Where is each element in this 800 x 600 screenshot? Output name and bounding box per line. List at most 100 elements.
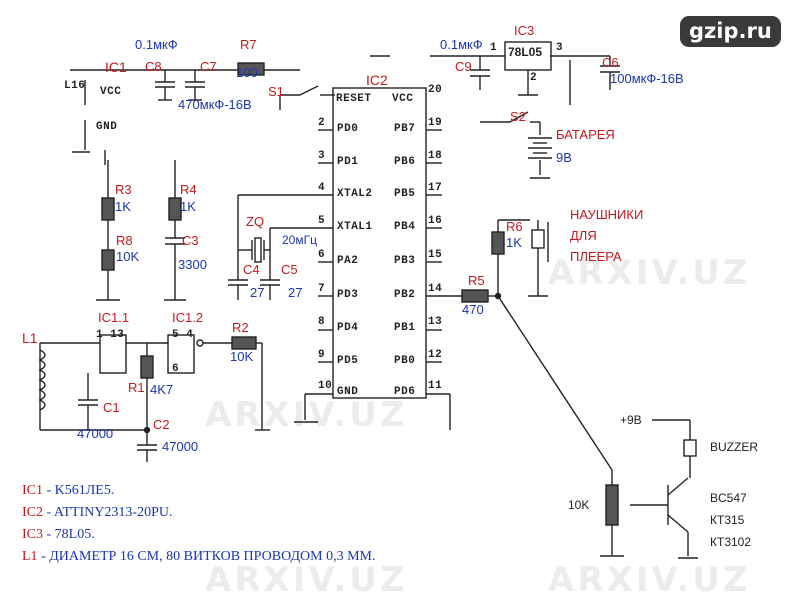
r1-value: 4K7 [150,382,174,397]
r4-value: 1K [180,199,196,214]
r3-value: 1K [115,199,131,214]
ic2-pin-number: 16 [428,215,443,227]
ic2-pin-name: PD6 [394,386,416,398]
ic2-pin-name: XTAL1 [337,221,373,233]
ic2-pin-name: PB2 [394,289,416,301]
ic2-pin-number: 17 [428,182,443,194]
ic2-pin-name: PA2 [337,255,359,267]
ic2-pin-name: XTAL2 [337,188,373,200]
buzzer-label: BUZZER [710,440,758,454]
r8-label: R8 [116,233,133,248]
ic1-pin-6: 6 [172,363,180,375]
note-part-name: IC2 [22,505,43,520]
ic2-pin-number: 13 [428,316,443,328]
r2-label: R2 [232,320,249,335]
note-text: - K561ЛЕ5. [43,483,115,498]
ic2-pin-number: 14 [428,283,443,295]
note-part-name: IC3 [22,527,43,542]
c6-value: 100мкФ-16В [610,71,684,86]
r6-label: R6 [506,219,523,234]
ic1-pin-l16: L16 [64,80,86,92]
c3-label: C3 [182,233,199,248]
headphones-label: НАУШНИКИ [570,207,644,222]
ic2-pin-name: PD3 [337,289,359,301]
note-line: IC2 - ATTINY2313-20PU. [22,505,173,521]
r2-value: 10K [230,349,254,364]
ic2-pin-reset: RESET [336,93,372,105]
ic2-pin-name: PB0 [394,355,416,367]
ic1-pin-gnd: GND [96,121,118,133]
r8-value: 10K [116,249,140,264]
battery-label: БАТАРЕЯ [556,127,615,142]
watermark: ARXIV.UZ [548,253,751,293]
c3-value: 3300 [178,257,207,272]
supply-label: +9В [620,413,642,427]
battery-value: 9В [556,150,572,165]
c8-value: 0.1мкФ [135,37,178,52]
ic2-pin-number: 9 [318,349,326,361]
transistor-type-3: КТ3102 [710,535,752,549]
ic3-part-number: 78L05 [508,45,543,59]
ic2-pin-name: PB3 [394,255,416,267]
c4-value: 27 [250,285,265,300]
watermark: ARXIV.UZ [548,560,751,600]
ic3-pin-3: 3 [556,42,564,54]
ic1-label: IC1 [105,59,127,75]
ic1-1-pins: 1 13 [96,329,125,341]
r1-label: R1 [128,380,145,395]
ic2-pin-number: 2 [318,117,326,129]
site-logo: gzip.ru [680,16,781,47]
ic2-pin-number: 12 [428,349,443,361]
ic2-pin-name: PB1 [394,322,416,334]
ic2-pin-number: 4 [318,182,326,194]
ic3-pin-2: 2 [530,72,538,84]
ic1-1-label: IC1.1 [98,310,130,325]
r5-label: R5 [468,273,485,288]
r5-value: 470 [462,302,484,317]
ic2-pin-name: PD0 [337,123,359,135]
ic2-pin-20: 20 [428,84,443,96]
r3-label: R3 [115,182,132,197]
ic2-pin-name: GND [337,386,359,398]
ic2-pin-name: PB5 [394,188,416,200]
s2-label: S2 [510,109,526,124]
ic1-2-pins: 5 4 [172,329,194,341]
ic3-label: IC3 [514,23,535,38]
s1-label: S1 [268,84,284,99]
note-text: - ATTINY2313-20PU. [43,505,173,520]
zq-value: 20мГц [282,233,317,247]
c7-value: 470мкФ-16В [178,97,252,112]
c9-value: 0.1мкФ [440,37,483,52]
c1-label: C1 [103,400,120,415]
c4-label: C4 [243,262,260,277]
ic2-pin-name: PD1 [337,156,359,168]
note-line: IC3 - 78L05. [22,527,95,543]
ic2-pin-vcc: VCC [392,93,414,105]
transistor-type-1: BC547 [710,491,747,505]
ic2-pin-number: 3 [318,150,326,162]
ic2-pin-number: 18 [428,150,443,162]
c9-label: C9 [455,59,472,74]
c7-label: C7 [200,59,217,74]
ic2-pin-number: 8 [318,316,326,328]
r4-label: R4 [180,182,197,197]
transistor-type-2: КТ315 [710,513,745,527]
ic3-pin-1: 1 [490,42,498,54]
ic2-pin-name: PD5 [337,355,359,367]
watermark: ARXIV.UZ [205,560,408,600]
c2-value: 47000 [162,439,199,454]
zq-label: ZQ [246,214,265,229]
r6-value: 1K [506,235,522,250]
c5-label: C5 [281,262,298,277]
note-part-name: L1 [22,549,38,564]
ic2-pin-name: PB7 [394,123,416,135]
note-line: L1 - ДИАМЕТР 16 СМ, 80 ВИТКОВ ПРОВОДОМ 0… [22,549,376,565]
r7-value: 100 [236,65,258,80]
note-text: - 78L05. [43,527,95,542]
note-part-name: IC1 [22,483,43,498]
c5-value: 27 [288,285,303,300]
c2-label: C2 [153,417,170,432]
ic1-pin-vcc: VCC [100,86,122,98]
